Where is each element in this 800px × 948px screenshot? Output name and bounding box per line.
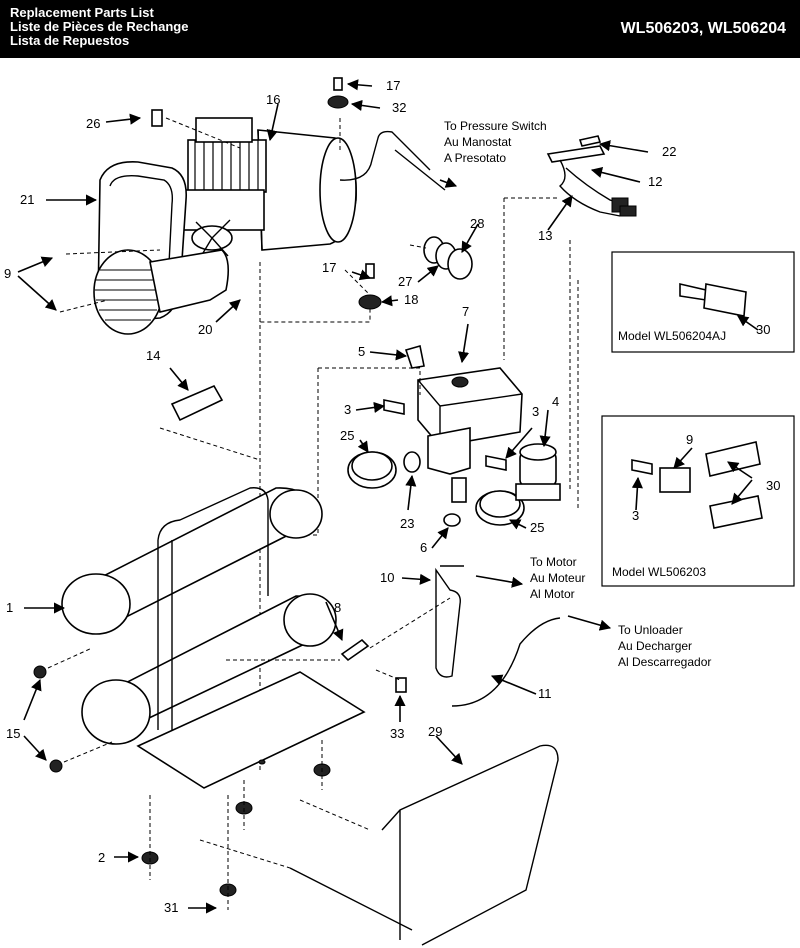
title-french: Liste de Pièces de Rechange <box>10 19 189 34</box>
label-model-wl506203: Model WL506203 <box>612 565 706 579</box>
callout-13: 13 <box>538 228 552 243</box>
callout-7: 7 <box>462 304 469 319</box>
callout-23: 23 <box>400 516 414 531</box>
tank-assembly <box>33 487 366 910</box>
part-numbers: 17 32 16 26 21 9 20 14 22 12 13 28 27 17… <box>4 78 780 915</box>
callout-arrows <box>17 79 759 914</box>
callout-21: 21 <box>20 192 34 207</box>
callout-27: 27 <box>398 274 412 289</box>
callout-9b: 9 <box>686 432 693 447</box>
label-motor-es: Al Motor <box>530 587 575 601</box>
callout-20: 20 <box>198 322 212 337</box>
callout-14: 14 <box>146 348 160 363</box>
callout-17b: 17 <box>322 260 336 275</box>
title-english: Replacement Parts List <box>10 5 154 20</box>
callout-18: 18 <box>404 292 418 307</box>
annotation-labels: To Pressure Switch Au Manostat A Presota… <box>444 119 726 669</box>
callout-11: 11 <box>538 686 552 701</box>
label-motor-fr: Au Moteur <box>530 571 585 585</box>
title-spanish: Lista de Repuestos <box>10 33 130 48</box>
callout-10: 10 <box>380 570 394 585</box>
callout-8: 8 <box>334 600 341 615</box>
callout-17: 17 <box>386 78 400 93</box>
pressure-switch <box>262 344 523 536</box>
callout-25b: 25 <box>530 520 544 535</box>
callout-25a: 25 <box>340 428 354 443</box>
model-box-wl506203 <box>601 415 795 587</box>
hoses <box>226 565 561 707</box>
callout-16: 16 <box>266 92 280 107</box>
callout-2: 2 <box>98 850 105 865</box>
label-pressure-switch-es: A Presotato <box>444 151 506 165</box>
motor-pump-assembly <box>59 117 446 770</box>
callout-9a: 9 <box>4 266 11 281</box>
callout-1: 1 <box>6 600 13 615</box>
callout-33: 33 <box>390 726 404 741</box>
handle-29 <box>199 744 559 946</box>
model-box-wl506204aj <box>611 251 795 353</box>
callout-31: 31 <box>164 900 178 915</box>
label-unloader-en: To Unloader <box>618 623 683 637</box>
label-unloader-es: Al Descarregador <box>618 655 711 669</box>
callout-28: 28 <box>470 216 484 231</box>
label-pressure-switch-en: To Pressure Switch <box>444 119 547 133</box>
label-pressure-switch-fr: Au Manostat <box>444 135 512 149</box>
callout-6: 6 <box>420 540 427 555</box>
callout-30b: 30 <box>766 478 780 493</box>
leader-14 <box>159 427 261 461</box>
label-model-wl506204aj: Model WL506204AJ <box>618 329 726 343</box>
callout-5: 5 <box>358 344 365 359</box>
callout-29: 29 <box>428 724 442 739</box>
callout-32: 32 <box>392 100 406 115</box>
callout-15: 15 <box>6 726 20 741</box>
callout-3c: 3 <box>632 508 639 523</box>
callout-22: 22 <box>662 144 676 159</box>
callout-26: 26 <box>86 116 100 131</box>
page-header: Replacement Parts List Liste de Pièces d… <box>0 0 800 58</box>
label-unloader-fr: Au Decharger <box>618 639 692 653</box>
callout-12: 12 <box>648 174 662 189</box>
label-motor-en: To Motor <box>530 555 577 569</box>
callout-3b: 3 <box>532 404 539 419</box>
model-numbers: WL506203, WL506204 <box>620 20 786 37</box>
exploded-parts-diagram: 17 32 16 26 21 9 20 14 22 12 13 28 27 17… <box>4 77 795 946</box>
callout-30a: 30 <box>756 322 770 337</box>
callout-3a: 3 <box>344 402 351 417</box>
gauges-regulator <box>347 399 561 527</box>
tube-14 <box>170 384 224 422</box>
callout-4: 4 <box>552 394 559 409</box>
